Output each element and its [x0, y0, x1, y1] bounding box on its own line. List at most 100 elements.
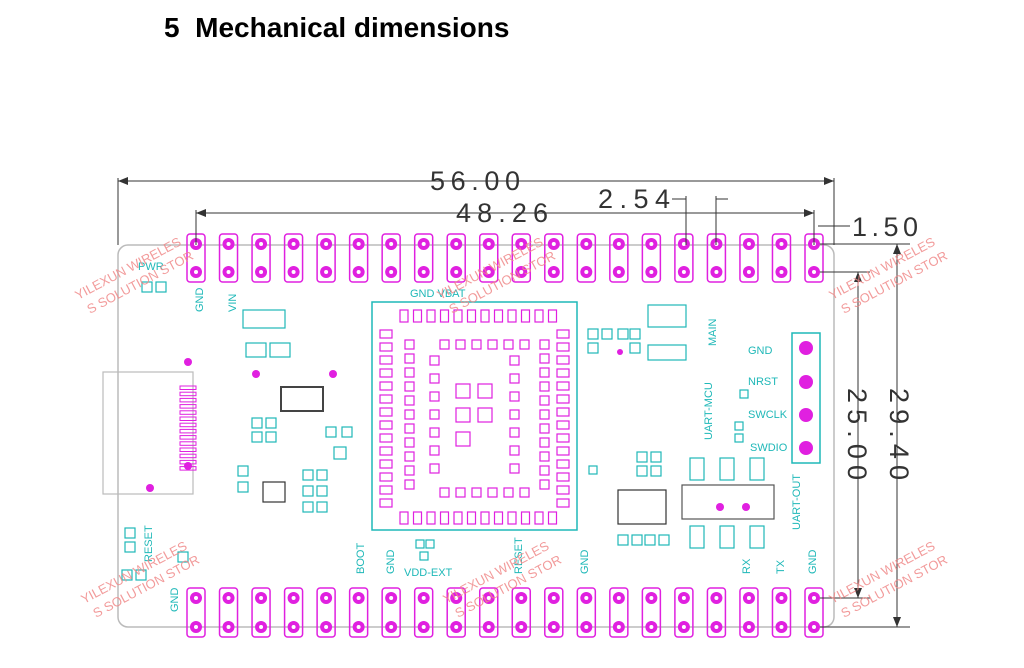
header-pin [804, 587, 824, 638]
module-pad [487, 487, 498, 498]
module-pad [426, 309, 436, 323]
module-pad [471, 339, 482, 350]
module-pad [412, 511, 423, 525]
label-swd-nrst: NRST [748, 376, 778, 388]
header-pin [609, 587, 629, 638]
section-number: 5 [164, 12, 180, 43]
component-dots [146, 349, 750, 511]
label-uart-out: UART-OUT [791, 474, 803, 530]
label-left-reset: RESET [143, 525, 155, 562]
module-pad [477, 383, 493, 399]
header-pin [511, 233, 532, 283]
dim-row-spacing: 25.00 [842, 388, 872, 480]
module-pad [426, 511, 436, 525]
module-pad [509, 427, 520, 438]
module-pad [519, 339, 530, 350]
module-pad [539, 339, 550, 350]
module-pad [519, 487, 530, 498]
module-pad [556, 329, 570, 339]
module-pad [509, 409, 520, 420]
pin-row-top [186, 233, 824, 283]
header-pin [348, 233, 369, 283]
module-pad [379, 433, 393, 443]
header-pin [641, 233, 662, 283]
usb-pad [179, 397, 197, 403]
label-rx: RX [741, 558, 753, 574]
module-pad [539, 479, 550, 490]
module-pad [509, 391, 520, 402]
header-pin [478, 587, 499, 638]
header-pin [381, 587, 401, 638]
header-pin [771, 587, 792, 638]
module-pad [534, 309, 544, 323]
header-pin [576, 587, 597, 638]
module-pad [539, 367, 550, 378]
swd-header [791, 332, 821, 464]
dim-pin-pitch: 2.54 [598, 184, 670, 214]
module-pad [556, 485, 570, 495]
header-pin [446, 587, 466, 638]
module-pad [404, 465, 415, 476]
module-pad [412, 309, 423, 323]
header-pin [641, 587, 662, 638]
module-pad [503, 487, 514, 498]
module-pad [453, 511, 463, 525]
module-pad [556, 381, 570, 391]
usb-pad [179, 441, 197, 446]
module-pad [404, 367, 415, 378]
label-tx: TX [775, 559, 787, 574]
header-pin [544, 233, 564, 283]
header-pin [413, 233, 434, 283]
module-pad [429, 409, 440, 420]
dim-pin-span: 48.26 [456, 198, 548, 228]
header-pin [218, 587, 239, 638]
module-pad [509, 373, 520, 384]
module-pad [556, 459, 570, 469]
header-pin [218, 233, 239, 283]
module-pad [439, 511, 450, 525]
header-pin [511, 587, 532, 638]
module-pad [507, 309, 517, 323]
module-pad [379, 420, 393, 430]
usb-pad [179, 385, 197, 390]
label-bottom-gnd-3: GND [807, 550, 819, 575]
header-pin [413, 587, 434, 638]
module-pad [379, 498, 393, 508]
module-pad [539, 465, 550, 476]
label-top-vin: VIN [227, 294, 239, 312]
dimension-lines [117, 178, 910, 628]
dim-edge-offset: 1.50 [852, 212, 918, 242]
module-pad [399, 511, 409, 525]
label-bottom-gnd-2: GND [579, 550, 591, 575]
module-pad [539, 437, 550, 448]
module-pad [520, 309, 531, 323]
module-pad [477, 407, 493, 423]
module-pad [429, 391, 440, 402]
header-pin [186, 587, 206, 638]
header-pin [251, 233, 271, 283]
module-pad [466, 511, 477, 525]
header-pin [706, 587, 727, 638]
components [121, 281, 775, 581]
header-pin [446, 233, 466, 283]
module-pad [379, 342, 393, 352]
header-pin [544, 587, 564, 638]
module-pad [404, 423, 415, 434]
label-boot: BOOT [355, 543, 367, 574]
module-pad [556, 368, 570, 378]
module-pad [429, 355, 440, 366]
header-pin [674, 233, 694, 283]
header-pin [251, 587, 271, 638]
module-pad [493, 511, 504, 525]
module-pad [480, 309, 490, 323]
module-pad [539, 423, 550, 434]
module-pad [404, 395, 415, 406]
usb-pads [179, 385, 197, 471]
module-pad [480, 511, 490, 525]
usb-pad [179, 391, 197, 397]
module-pad [439, 487, 450, 498]
usb-pad [179, 410, 197, 415]
module-pad [466, 309, 477, 323]
module-pad [509, 355, 520, 366]
